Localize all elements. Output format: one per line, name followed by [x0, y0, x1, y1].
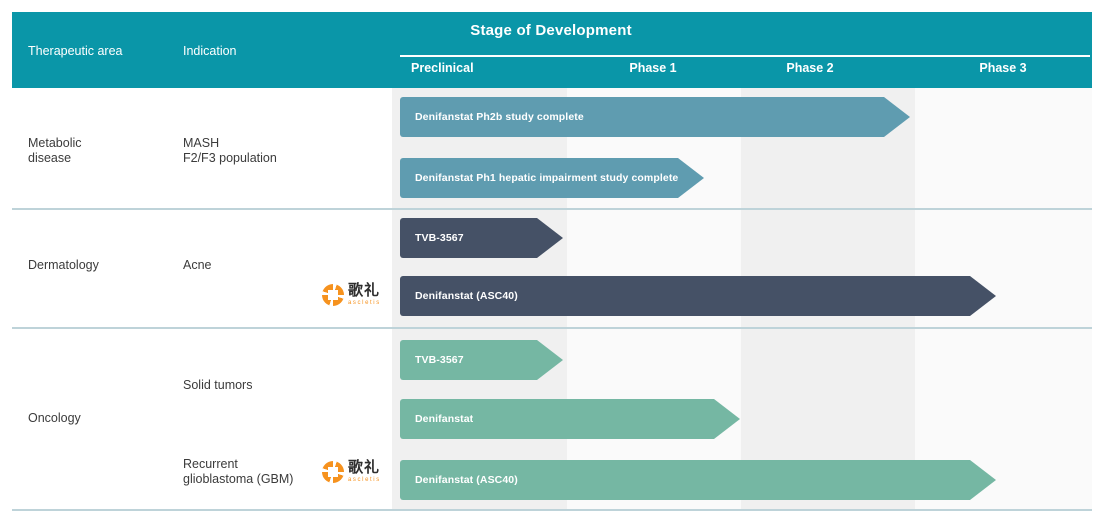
indication-line: Solid tumors	[183, 378, 253, 392]
column-header-phase-3: Phase 3	[979, 61, 1027, 75]
ascletis-cjk-wordmark: 歌礼	[348, 459, 381, 476]
indication-line: MASH	[183, 136, 220, 150]
pipeline-arrow-label: TVB-3567	[415, 232, 464, 244]
indication-recurrent-gbm: Recurrent glioblastoma (GBM)	[183, 457, 293, 486]
therapeutic-area-line: Metabolic	[28, 136, 82, 150]
ascletis-logo: 歌礼 ascletis	[322, 283, 381, 306]
pipeline-arrow-label: Denifanstat (ASC40)	[415, 474, 518, 486]
stage-of-development-title: Stage of Development	[470, 22, 632, 39]
therapeutic-area-line: disease	[28, 150, 72, 165]
pipeline-arrow: Denifanstat (ASC40)	[400, 276, 996, 316]
column-header-indication: Indication	[183, 44, 237, 58]
row-divider	[12, 208, 1092, 210]
indication-solid-tumors: Solid tumors	[183, 378, 252, 393]
pipeline-arrow: TVB-3567	[400, 340, 563, 380]
column-header-phase-2: Phase 2	[786, 61, 834, 75]
ascletis-logo: 歌礼 ascletis	[322, 460, 381, 483]
indication-line: Recurrent	[183, 457, 238, 471]
column-header-therapeutic-area: Therapeutic area	[28, 44, 123, 58]
ascletis-ring-icon	[322, 283, 344, 306]
ascletis-wordmark: ascletis	[348, 477, 381, 483]
pipeline-arrow-label: Denifanstat (ASC40)	[415, 290, 518, 302]
therapeutic-area-dermatology: Dermatology	[28, 258, 99, 273]
indication-acne: Acne	[183, 258, 212, 273]
indication-mash: MASH F2/F3 population	[183, 136, 277, 165]
pipeline-arrow-label: Denifanstat	[415, 413, 474, 425]
indication-line: Acne	[183, 258, 212, 272]
row-divider	[12, 327, 1092, 329]
pipeline-arrow-label: Denifanstat Ph1 hepatic impairment study…	[415, 172, 679, 184]
therapeutic-area-oncology: Oncology	[28, 411, 81, 426]
pipeline-arrow: Denifanstat	[400, 399, 740, 439]
indication-line: F2/F3 population	[183, 150, 277, 165]
table-header-band	[12, 12, 1092, 88]
pipeline-arrow: TVB-3567	[400, 218, 563, 258]
therapeutic-area-metabolic-disease: Metabolic disease	[28, 136, 82, 165]
ascletis-ring-icon	[322, 460, 344, 483]
header-underline	[400, 55, 1090, 57]
pipeline-arrow: Denifanstat (ASC40)	[400, 460, 996, 500]
row-divider	[12, 509, 1092, 511]
indication-line: glioblastoma (GBM)	[183, 471, 294, 486]
therapeutic-area-line: Dermatology	[28, 258, 99, 272]
column-header-preclinical: Preclinical	[411, 61, 474, 75]
column-header-phase-1: Phase 1	[629, 61, 677, 75]
pipeline-arrow: Denifanstat Ph1 hepatic impairment study…	[400, 158, 704, 198]
ascletis-cjk-wordmark: 歌礼	[348, 282, 381, 299]
pipeline-arrow-label: TVB-3567	[415, 354, 464, 366]
ascletis-wordmark: ascletis	[348, 300, 381, 306]
therapeutic-area-line: Oncology	[28, 411, 81, 425]
pipeline-arrow: Denifanstat Ph2b study complete	[400, 97, 910, 137]
pipeline-arrow-label: Denifanstat Ph2b study complete	[415, 111, 584, 123]
